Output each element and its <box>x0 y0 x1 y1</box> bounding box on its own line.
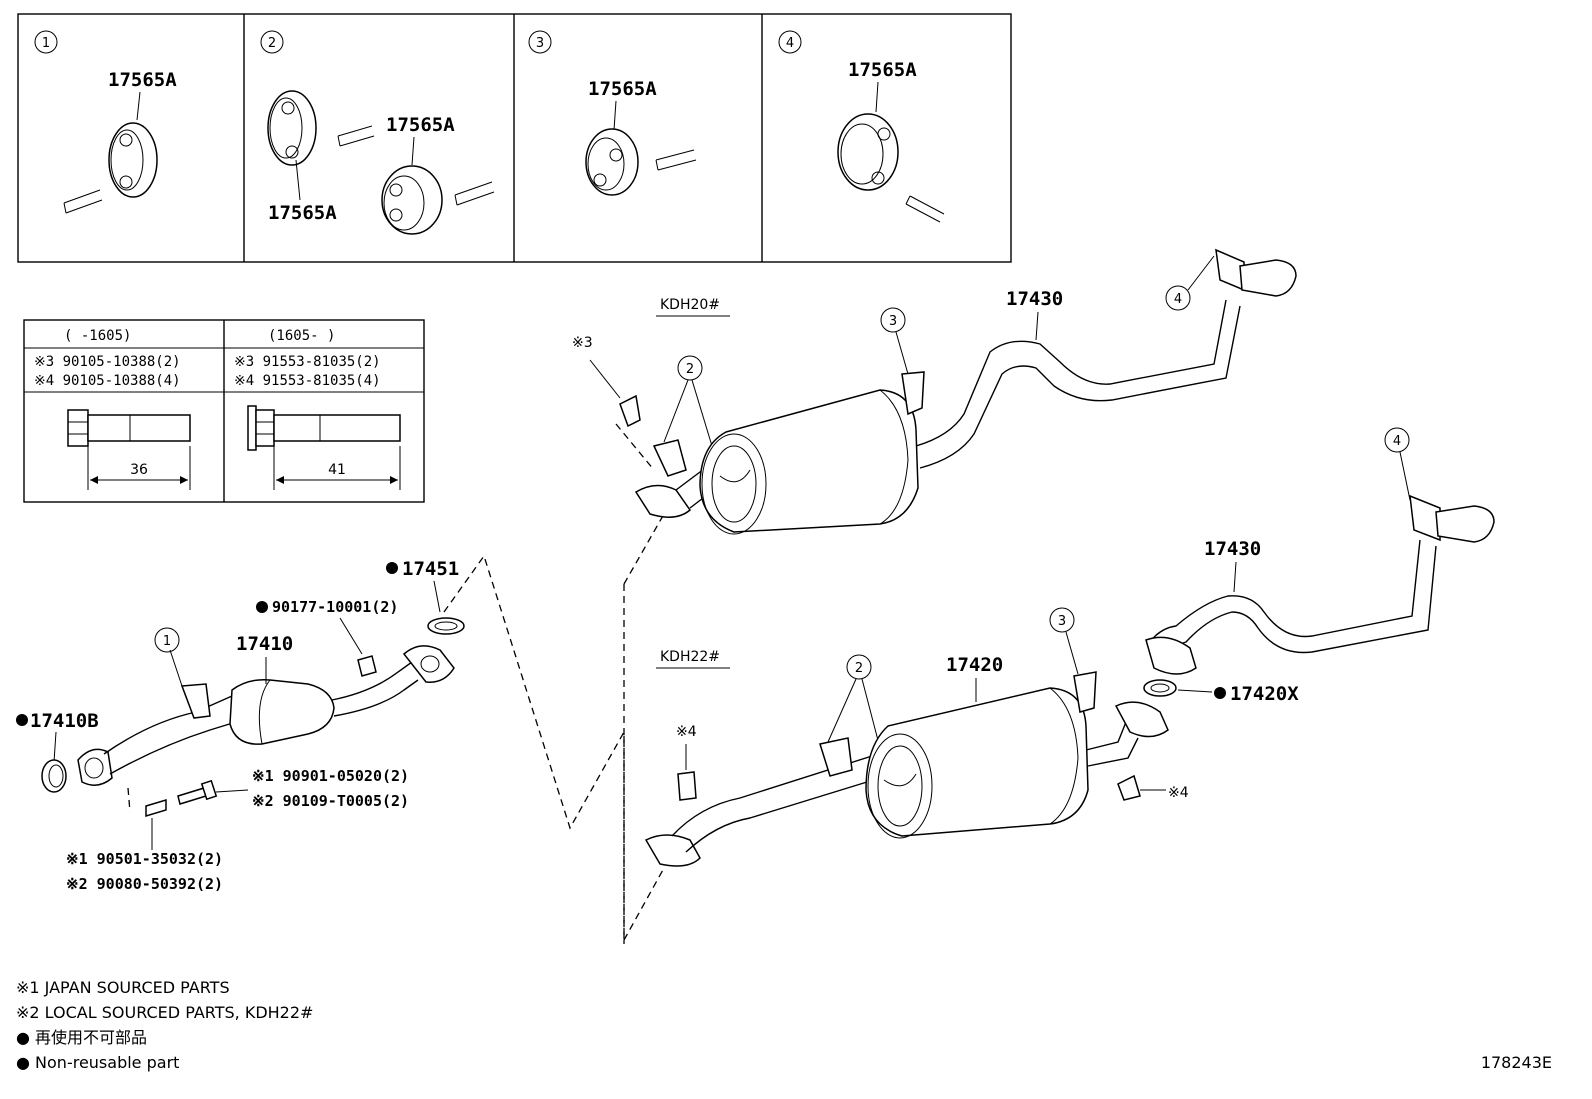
flange-bolt-icon <box>1117 774 1141 801</box>
callout-number: 4 <box>1393 434 1401 449</box>
rubber-hanger-icon <box>837 113 899 191</box>
part-number-17565A: 17565A <box>848 59 917 81</box>
hanger-panel-2: 2 17565A 17565A <box>260 30 495 235</box>
callout-number: 3 <box>1058 614 1066 629</box>
front-pipe-assembly: 17410B 1 17410 90177-10001(2) 17451 <box>16 558 465 893</box>
flange-bolt-icon <box>247 405 401 451</box>
gasket-icon <box>41 759 67 793</box>
bolt-length-left: 36 <box>130 462 148 478</box>
table-row: ※3 90105-10388(2) <box>34 354 181 370</box>
tail-tip-icon <box>1239 259 1297 297</box>
bolt-table: ( -1605) (1605- ) ※3 90105-10388(2) ※4 9… <box>23 319 425 503</box>
table-header-right: (1605- ) <box>268 328 335 344</box>
hanger-callout-3 <box>880 307 906 333</box>
hanger-panel-4: 4 17565A <box>778 30 945 223</box>
legend-item: ※2 LOCAL SOURCED PARTS, KDH22# <box>16 1003 313 1022</box>
diagram-code: 178243E <box>1481 1053 1552 1072</box>
part-number-17565A: 17565A <box>268 202 337 224</box>
part-number-17420X: 17420X <box>1230 683 1299 705</box>
table-row: ※4 90105-10388(4) <box>34 373 181 389</box>
non-reusable-dot <box>386 562 398 574</box>
callout-number: 2 <box>686 362 694 377</box>
part-number-17410B: 17410B <box>30 710 99 732</box>
table-row: ※4 91553-81035(4) <box>234 373 381 389</box>
pipe-flange-icon <box>1145 636 1197 675</box>
tail-tip-icon <box>1435 505 1495 543</box>
table-row: ※3 91553-81035(2) <box>234 354 381 370</box>
hex-bolt-icon <box>67 409 191 447</box>
panel-index: 2 <box>268 36 276 51</box>
tail-pipe-icon <box>915 299 1241 469</box>
pipe-flange-icon <box>634 484 692 518</box>
panel-index: 4 <box>786 36 794 51</box>
part-number-90177: 90177-10001(2) <box>272 598 398 616</box>
muffler-icon <box>865 687 1089 837</box>
gasket-icon <box>1143 679 1177 697</box>
nut-icon <box>357 655 377 677</box>
catalytic-converter-icon <box>229 678 335 745</box>
non-reusable-dot <box>256 601 268 613</box>
pipe-flange-icon <box>1114 701 1169 738</box>
bolt-marker-3: ※3 <box>572 335 593 351</box>
rubber-hanger-icon <box>585 128 639 196</box>
stud-spec-1: ※1 90501-35032(2) <box>66 850 223 868</box>
part-number-17565A: 17565A <box>386 114 455 136</box>
panel-index: 3 <box>536 36 544 51</box>
legend-item: ※1 JAPAN SOURCED PARTS <box>16 978 230 997</box>
pipe-flange-icon <box>402 645 455 683</box>
model-label-kdh22: KDH22# <box>660 649 720 665</box>
rubber-hanger-icon <box>267 90 317 166</box>
hanger-panel-1: 1 17565A <box>34 30 177 214</box>
part-number-17451: 17451 <box>402 558 459 580</box>
bolt-marker-4: ※4 <box>1168 785 1189 801</box>
muffler-assembly-kdh22: KDH22# ※4 2 17420 3 17420X <box>644 427 1495 867</box>
hanger-panel-3: 3 17565A <box>528 30 697 196</box>
flange-bolt-icon <box>619 394 641 428</box>
bolt-marker-4: ※4 <box>676 724 697 740</box>
hanger-callout-4 <box>1384 427 1410 453</box>
stud-spec-2: ※2 90080-50392(2) <box>66 875 223 893</box>
part-number-17565A: 17565A <box>108 69 177 91</box>
stud-bolt-icon <box>145 798 167 818</box>
callout-number: 4 <box>1174 292 1182 307</box>
legend-item: ● 再使用不可部品 <box>16 1028 147 1047</box>
bolt-icon <box>177 779 218 805</box>
callout-number: 2 <box>855 661 863 676</box>
pipe-flange-icon <box>77 748 113 786</box>
bolt-length-right: 41 <box>328 462 346 478</box>
index-circle <box>34 30 58 54</box>
callout-number: 1 <box>163 634 171 649</box>
connection-line <box>443 554 625 944</box>
rubber-hanger-icon <box>108 122 158 198</box>
model-label-kdh20: KDH20# <box>660 297 720 313</box>
part-number-17430: 17430 <box>1006 288 1063 310</box>
hanger-callout-4 <box>1165 285 1191 311</box>
panel-index: 1 <box>42 36 50 51</box>
non-reusable-dot <box>1214 687 1226 699</box>
bolt-spec-2: ※2 90109-T0005(2) <box>252 792 409 810</box>
rubber-hanger-icon <box>381 165 443 235</box>
legend: ※1 JAPAN SOURCED PARTS ※2 LOCAL SOURCED … <box>16 978 313 1072</box>
hanger-callout-1 <box>154 627 180 653</box>
table-header-left: ( -1605) <box>64 328 131 344</box>
flange-bolt-icon <box>677 771 697 801</box>
gasket-icon <box>427 617 465 635</box>
hanger-callout-2 <box>846 654 872 680</box>
non-reusable-dot <box>16 714 28 726</box>
hanger-callout-2 <box>677 355 703 381</box>
part-number-17420: 17420 <box>946 654 1003 676</box>
callout-number: 3 <box>889 314 897 329</box>
bolt-spec-1: ※1 90901-05020(2) <box>252 767 409 785</box>
part-number-17565A: 17565A <box>588 78 657 100</box>
legend-item: ● Non-reusable part <box>16 1053 179 1072</box>
hanger-panels: 1 17565A 2 17565A 17565A <box>17 13 1012 263</box>
tail-pipe-icon <box>1147 539 1437 661</box>
part-number-17430: 17430 <box>1204 538 1261 560</box>
part-number-17410: 17410 <box>236 633 293 655</box>
hanger-callout-3 <box>1049 607 1075 633</box>
muffler-icon <box>699 389 919 533</box>
muffler-assembly-kdh20: KDH20# ※3 2 3 4 17430 <box>572 248 1297 535</box>
pipe-flange-icon <box>644 834 701 867</box>
